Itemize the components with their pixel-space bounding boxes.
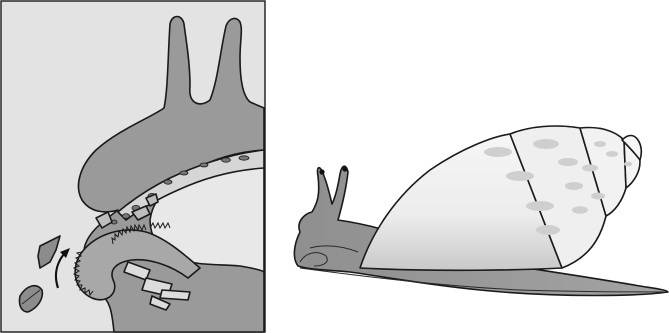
eye-spot-right — [342, 166, 347, 171]
snail-shell — [360, 126, 641, 270]
eye-spot-left — [319, 169, 324, 174]
panel-left — [1, 1, 265, 332]
panel-right — [294, 126, 668, 296]
